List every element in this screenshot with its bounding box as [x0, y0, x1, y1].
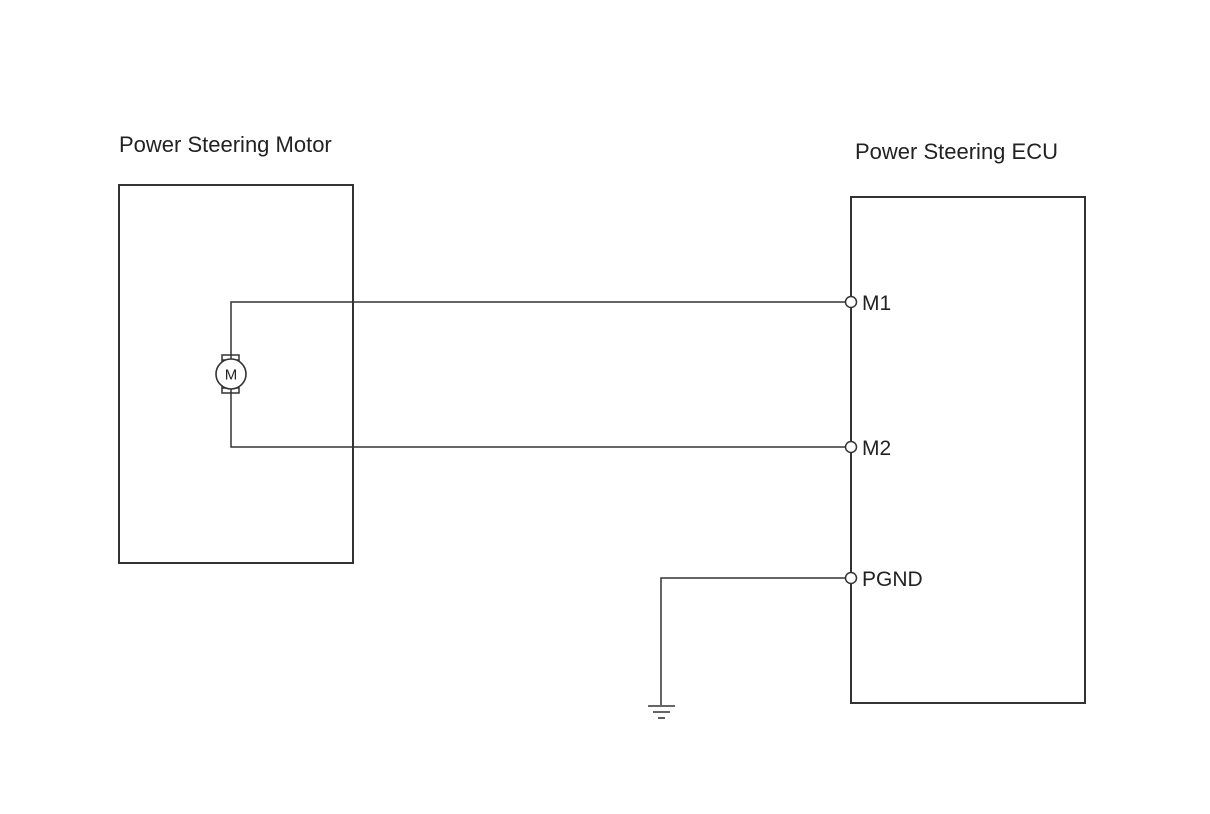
ground-icon: [648, 705, 675, 719]
ecu-component: Power Steering ECU: [850, 139, 1086, 704]
pin-m1: M1: [844, 292, 891, 315]
wire-m1: [230, 301, 845, 359]
motor-symbol-letter: M: [225, 367, 238, 384]
pin-label-pgnd: PGND: [862, 568, 923, 591]
motor-title: Power Steering Motor: [119, 132, 332, 157]
motor-symbol-icon: M: [215, 354, 247, 394]
pin-label-m2: M2: [862, 437, 891, 460]
terminal-m2: [844, 440, 858, 454]
motor-box: [118, 184, 354, 564]
terminal-pgnd: [844, 571, 858, 585]
pin-m2: M2: [844, 437, 891, 460]
motor-component: Power Steering Motor M: [118, 132, 354, 564]
pin-label-m1: M1: [862, 292, 891, 315]
ecu-title: Power Steering ECU: [855, 139, 1058, 164]
pin-pgnd: PGND: [844, 568, 923, 591]
wire-m2: [230, 389, 845, 448]
terminal-m1: [844, 295, 858, 309]
wire-pgnd: [660, 577, 845, 705]
